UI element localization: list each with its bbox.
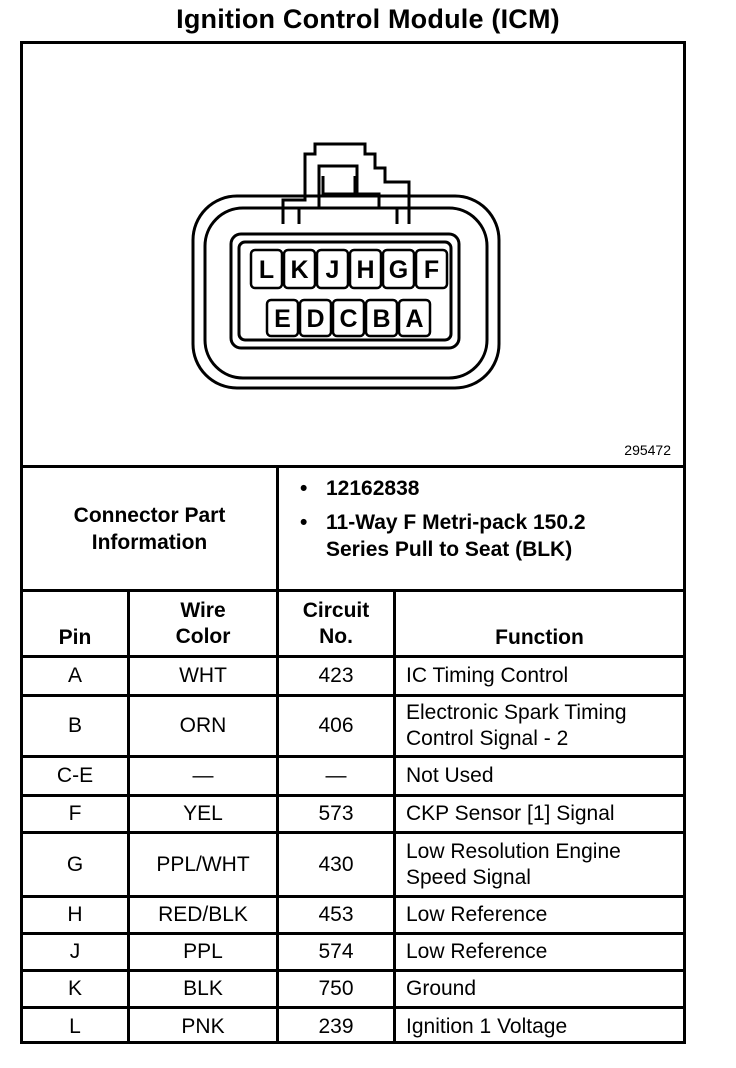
pin-cell: L <box>69 1014 81 1038</box>
header-function: Function <box>495 626 584 649</box>
pin-cavity <box>364 298 399 338</box>
pin-cavity <box>249 248 284 290</box>
pin-cell: C-E <box>56 764 94 787</box>
pin-label: F <box>424 256 439 284</box>
wire-color-cell: PNK <box>181 1014 225 1038</box>
divider <box>276 465 279 1044</box>
pin-label: E <box>274 305 291 333</box>
divider <box>23 589 683 592</box>
pin-label: C <box>339 305 357 333</box>
divider <box>23 895 683 898</box>
figure-number: 295472 <box>624 442 671 458</box>
pin-cell: B <box>67 714 82 737</box>
pin-label: L <box>259 256 274 284</box>
pin-cell: H <box>67 903 83 926</box>
divider <box>23 755 683 758</box>
divider <box>23 465 683 468</box>
pin-cell: J <box>69 940 81 963</box>
wire-color-cell: — <box>192 764 214 787</box>
circuit-cell: 573 <box>318 802 354 825</box>
function-cell: Low Reference <box>406 903 548 926</box>
connector-info-item: • 12162838 <box>300 477 420 500</box>
wire-color-cell: BLK <box>183 977 223 1000</box>
divider <box>23 831 683 834</box>
pin-cavity <box>348 248 383 290</box>
pin-cell: G <box>66 852 84 876</box>
divider <box>23 969 683 972</box>
pin-label: A <box>405 305 423 333</box>
header-circuit-no: Circuit No. <box>302 598 370 648</box>
wire-color-cell: RED/BLK <box>158 903 248 926</box>
divider <box>393 589 396 1044</box>
function-cell: Ignition 1 Voltage <box>406 1014 568 1038</box>
pin-label: K <box>290 256 308 284</box>
function-cell: CKP Sensor [1] Signal <box>406 802 615 825</box>
divider <box>127 589 130 1044</box>
function-cell: Low Resolution Engine Speed Signal <box>406 839 621 889</box>
pin-cavity <box>414 248 449 290</box>
pin-cell: A <box>67 664 82 687</box>
pin-cavity <box>315 248 350 290</box>
function-cell: Low Reference <box>406 940 548 963</box>
connector-info-list: • 12162838 • 11-Way F Metri-pack 150.2 S… <box>300 475 650 570</box>
pin-cavity <box>381 248 416 290</box>
pin-cell: F <box>68 802 82 825</box>
pin-label: G <box>389 256 408 284</box>
function-cell: Not Used <box>406 764 494 787</box>
pin-label: D <box>306 305 324 333</box>
connector-info-item: • 11-Way F Metri-pack 150.2 Series Pull … <box>300 511 586 561</box>
pin-cavity <box>331 298 366 338</box>
circuit-cell: 453 <box>318 903 354 926</box>
wire-color-cell: PPL/WHT <box>156 852 250 876</box>
pin-cell: K <box>67 977 82 1000</box>
pin-label: B <box>372 305 390 333</box>
pin-cavity <box>397 298 432 338</box>
function-cell: IC Timing Control <box>406 664 569 687</box>
circuit-cell: 574 <box>318 940 354 963</box>
pin-label: J <box>326 256 340 284</box>
function-cell: Ground <box>406 977 477 1000</box>
circuit-cell: — <box>325 764 347 787</box>
wire-color-cell: PPL <box>183 940 223 963</box>
pin-label: H <box>356 256 374 284</box>
pin-cavity <box>282 248 317 290</box>
circuit-cell: 239 <box>318 1014 354 1038</box>
divider <box>23 794 683 797</box>
divider <box>23 655 683 658</box>
pin-cavity <box>265 298 300 338</box>
wire-color-cell: YEL <box>183 802 223 825</box>
wire-color-cell: WHT <box>179 664 227 687</box>
circuit-cell: 406 <box>318 714 354 737</box>
divider <box>23 932 683 935</box>
circuit-cell: 430 <box>318 852 354 876</box>
header-wire-color: Wire Color <box>175 598 231 648</box>
bullet-icon: • <box>300 477 308 500</box>
function-cell: Electronic Spark Timing Control Signal -… <box>406 701 627 750</box>
connector-info-label: Connector Part Information <box>73 503 226 554</box>
circuit-cell: 750 <box>318 977 354 1000</box>
divider <box>23 1006 683 1009</box>
page-title: Ignition Control Module (ICM) <box>176 4 560 34</box>
circuit-cell: 423 <box>318 664 354 687</box>
header-pin: Pin <box>58 626 92 649</box>
pin-cavity <box>298 298 333 338</box>
wire-color-cell: ORN <box>179 714 227 737</box>
divider <box>23 694 683 697</box>
bullet-icon: • <box>300 511 308 534</box>
